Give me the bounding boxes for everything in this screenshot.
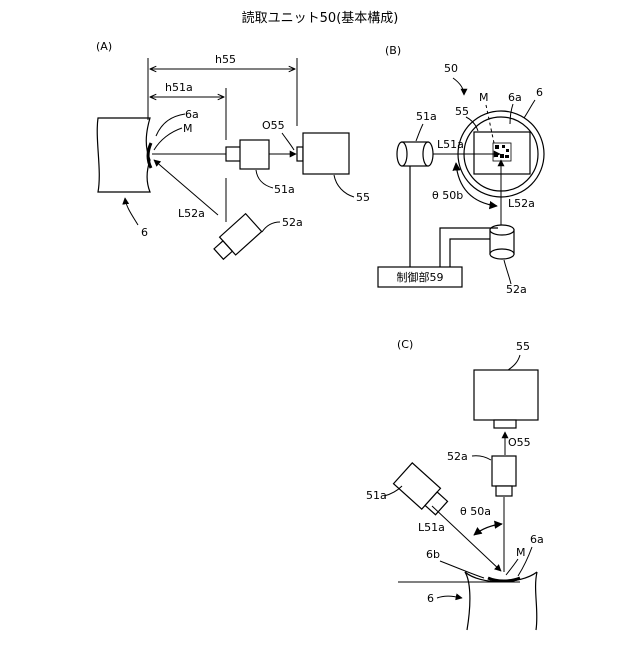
leader-55-c (508, 355, 520, 370)
leader-52a-b (504, 260, 511, 284)
label-m: M (183, 122, 193, 135)
camera-55-c (474, 370, 538, 420)
leader-6a (156, 114, 185, 136)
label-6b-c: 6b (426, 548, 440, 561)
label-6a-c: 6a (530, 533, 544, 546)
camera-51a-b (397, 142, 433, 166)
panel-c: (C) 55 O55 52a 51a L51a θ 50a (366, 338, 544, 630)
leader-6b-c (440, 561, 484, 578)
label-51a-c: 51a (366, 489, 387, 502)
leader-52a (262, 222, 280, 232)
label-52a-b: 52a (506, 283, 527, 296)
label-6a-b: 6a (508, 91, 522, 104)
label-6-c: 6 (427, 592, 434, 605)
camera-52a-c-body (492, 456, 516, 486)
leader-55 (334, 175, 354, 197)
camera-55-body (303, 133, 349, 174)
wire-52a-1 (440, 228, 498, 267)
label-6: 6 (141, 226, 148, 239)
label-51a-b: 51a (416, 110, 437, 123)
label-52a: 52a (282, 216, 303, 229)
label-55-c: 55 (516, 340, 530, 353)
panel-b-label: (B) (385, 44, 401, 57)
camera-55-c-lens (494, 420, 516, 428)
label-50: 50 (444, 62, 458, 75)
label-controller-59: 制御部59 (397, 270, 444, 284)
label-h51a: h51a (165, 81, 193, 94)
label-l51a-b: L51a (437, 138, 464, 151)
label-55: 55 (356, 191, 370, 204)
leader-6-b (524, 100, 535, 118)
label-l51a-c: L51a (418, 521, 445, 534)
panel-c-label: (C) (397, 338, 413, 351)
light-52a (211, 214, 262, 263)
object-6 (97, 118, 150, 192)
light-52a-b (490, 225, 514, 259)
camera-52a-c-lens (496, 486, 512, 496)
panel-a-label: (A) (96, 40, 112, 53)
label-m-c: M (516, 546, 526, 559)
surface-6a-c (488, 578, 520, 581)
label-55-b: 55 (455, 105, 469, 118)
angle-theta-50a (474, 524, 502, 535)
surface-6a (148, 143, 151, 168)
mark-m-code (493, 143, 511, 161)
leader-6a-b (510, 104, 513, 124)
leader-6-c (437, 596, 462, 598)
leader-52a-c (472, 456, 491, 460)
leader-6 (125, 198, 138, 225)
label-6-b: 6 (536, 86, 543, 99)
figure-title: 読取ユニット50(基本構成) (242, 10, 399, 26)
label-l52a-b: L52a (508, 197, 535, 210)
label-theta-50b: θ 50b (432, 189, 463, 202)
camera-55-lens (297, 147, 303, 161)
leader-51a-b (416, 124, 423, 141)
leader-m-c (506, 559, 518, 575)
label-theta-50a: θ 50a (460, 505, 491, 518)
label-o55: O55 (262, 119, 285, 132)
label-o55-c: O55 (508, 436, 531, 449)
leader-50 (453, 78, 464, 95)
panel-a: (A) h55 h51a 6a M 51a O55 55 (96, 40, 370, 263)
wire-52a-2 (450, 239, 490, 267)
panel-b: (B) 50 55 M 6a 6 51a (378, 44, 544, 296)
label-h55: h55 (215, 53, 236, 66)
camera-51a-body (240, 140, 269, 169)
leader-51a (256, 170, 273, 188)
label-m-b: M (479, 91, 489, 104)
label-52a-c: 52a (447, 450, 468, 463)
label-6a: 6a (185, 108, 199, 121)
camera-51a-c (394, 463, 451, 519)
leader-o55 (282, 133, 294, 150)
camera-51a-lens (226, 147, 241, 161)
label-l52a: L52a (178, 207, 205, 220)
label-51a: 51a (274, 183, 295, 196)
